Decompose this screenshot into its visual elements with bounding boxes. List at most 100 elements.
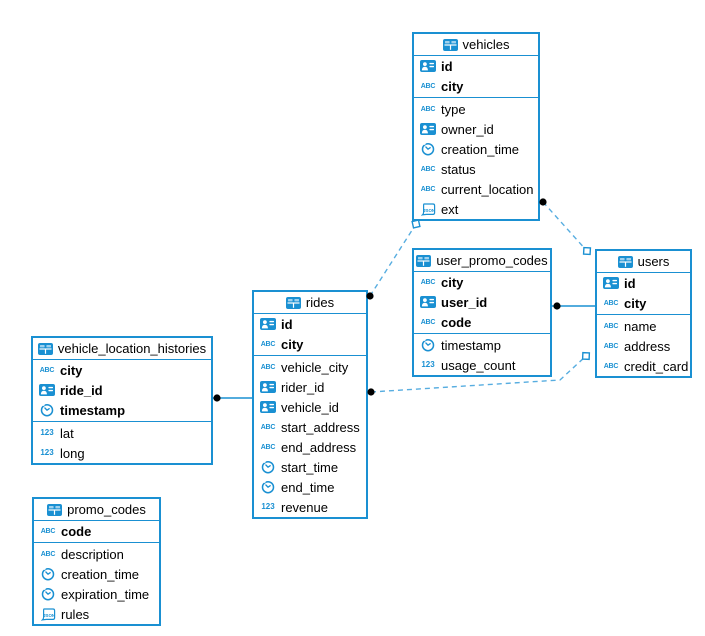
relationship-dot-end [539,198,547,206]
field-name: creation_time [441,141,520,157]
table-icon [285,296,301,309]
relationship-dot-end [367,388,375,396]
field-row: ABC code [414,312,550,332]
table-name: vehicle_location_histories [57,341,207,356]
text-type-icon: ABC [40,550,56,558]
table-header[interactable]: vehicle_location_histories [33,338,211,360]
field-name: lat [60,425,74,441]
pk-separator [597,314,690,315]
text-type-icon: ABC [420,165,436,173]
relationship-vehicles-to-users [539,198,592,256]
timestamp-icon [259,460,277,474]
field-row: id [414,56,538,76]
field-name: city [441,274,464,290]
field-name: rider_id [281,379,325,395]
table-icon [416,254,432,267]
relationship-dot-end [553,302,561,310]
field-row: id [254,314,366,334]
text-type-icon: ABC [420,82,436,90]
field-row: expiration_time [34,584,159,604]
field-name: type [441,101,466,117]
field-name: id [624,275,636,291]
number-icon: 123 [261,502,275,511]
timestamp-icon [419,338,437,352]
number-icon: 123 [421,360,435,369]
table-icon [617,255,633,268]
field-name: credit_card [624,358,689,374]
uuid-icon [419,123,437,135]
field-row: ABC current_location [414,179,538,199]
text-type-icon: ABC [603,299,619,307]
table-header[interactable]: promo_codes [34,499,159,521]
field-name: start_time [281,459,339,475]
field-name: timestamp [441,337,501,353]
table-header[interactable]: rides [254,292,366,314]
field-name: vehicle_city [281,359,349,375]
field-row: start_time [254,457,366,477]
field-row: 123 lat [33,423,211,443]
table-name: promo_codes [67,502,146,517]
text-type-icon: ABC [420,318,436,326]
svg-text:JSON: JSON [423,208,435,213]
relationship-diamond-end [411,219,421,229]
field-name: user_id [441,294,488,310]
relationship-vehicle_location_histories-to-rides [212,394,252,402]
field-name: current_location [441,181,534,197]
relationship-user_promo_codes-to-users [552,302,595,310]
field-row: timestamp [414,335,550,355]
field-row: end_time [254,477,366,497]
table-header[interactable]: users [597,251,690,273]
number-icon: 123 [40,448,54,457]
timestamp-icon [419,142,437,156]
table-name: user_promo_codes [436,253,548,268]
text-type-icon: ABC [603,342,619,350]
uuid-icon [38,384,56,396]
field-row: owner_id [414,119,538,139]
field-row: id [597,273,690,293]
field-row: ABC start_address [254,417,366,437]
field-name: start_address [281,419,360,435]
text-type-icon: ABC [420,185,436,193]
field-name: code [441,314,472,330]
uuid-icon [419,296,437,308]
field-name: owner_id [441,121,494,137]
field-name: expiration_time [61,586,150,602]
text-type-icon: ABC [603,322,619,330]
relationship-diamond-end [581,351,591,361]
table-header[interactable]: user_promo_codes [414,250,550,272]
field-name: ride_id [60,382,103,398]
text-type-icon: ABC [260,423,276,431]
field-name: id [281,316,293,332]
pk-separator [414,97,538,98]
field-name: vehicle_id [281,399,339,415]
relationship-diamond-end [582,246,592,256]
table-icon [37,342,53,355]
json-icon: JSON [419,202,437,216]
timestamp-icon [39,587,57,601]
timestamp-icon [38,403,56,417]
table-header[interactable]: vehicles [414,34,538,56]
svg-text:JSON: JSON [43,613,55,618]
table-name: rides [305,295,335,310]
timestamp-icon [39,567,57,581]
uuid-icon [259,401,277,413]
number-icon: 123 [40,428,54,437]
